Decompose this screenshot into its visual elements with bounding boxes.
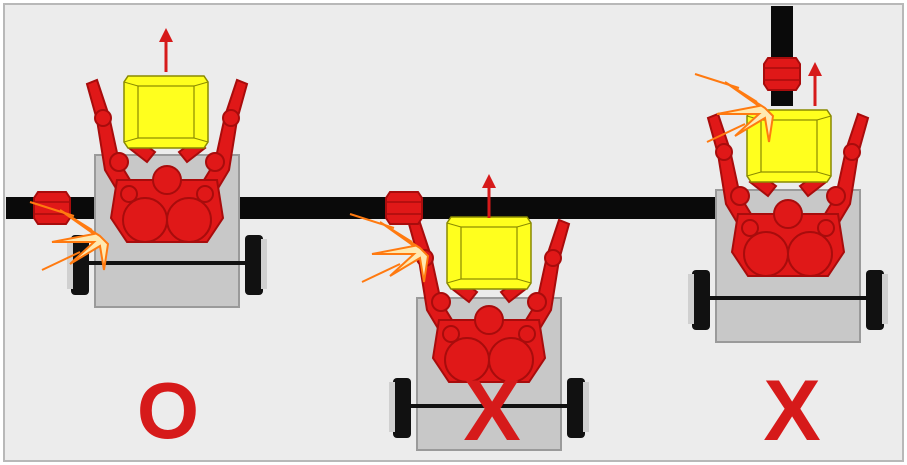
bar-node [386,192,422,224]
verdict-mark-correct: O [137,366,199,455]
verdict-mark-wrong-2: X [763,363,820,459]
verdict-mark-wrong-1: X [463,363,520,459]
cube-icon [124,76,208,148]
cube-icon [447,217,531,289]
bar-node [764,58,800,90]
